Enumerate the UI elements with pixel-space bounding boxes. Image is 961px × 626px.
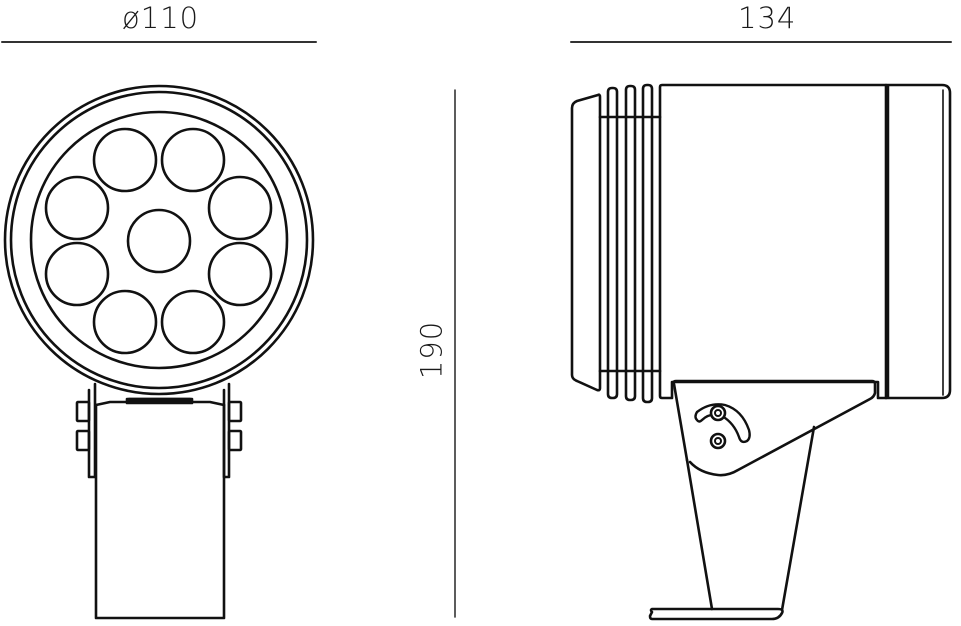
led	[92, 289, 158, 355]
lens-bezel	[570, 93, 602, 392]
screw-icon	[709, 404, 727, 422]
front-view	[3, 84, 315, 620]
dimension-depth-label: 134	[738, 1, 797, 35]
screw-icon	[709, 432, 727, 450]
lens-ring	[29, 110, 289, 370]
led	[92, 127, 158, 193]
side-bracket	[648, 379, 877, 621]
led	[207, 175, 273, 241]
front-bracket	[75, 382, 243, 620]
dimension-diameter-label: ø110	[122, 1, 200, 35]
outer-rim	[3, 84, 315, 396]
led	[207, 241, 273, 307]
led	[160, 289, 226, 355]
led-center	[126, 208, 192, 274]
bracket-foot	[648, 607, 784, 621]
outer-rim-inner	[9, 90, 309, 390]
side-view	[570, 83, 952, 621]
led	[160, 127, 226, 193]
led-array	[44, 127, 273, 355]
cooling-fins	[598, 83, 662, 404]
led	[44, 175, 110, 241]
main-housing	[658, 83, 888, 400]
adjustment-slot	[694, 403, 751, 444]
rear-cap	[884, 83, 952, 400]
led	[44, 241, 110, 307]
